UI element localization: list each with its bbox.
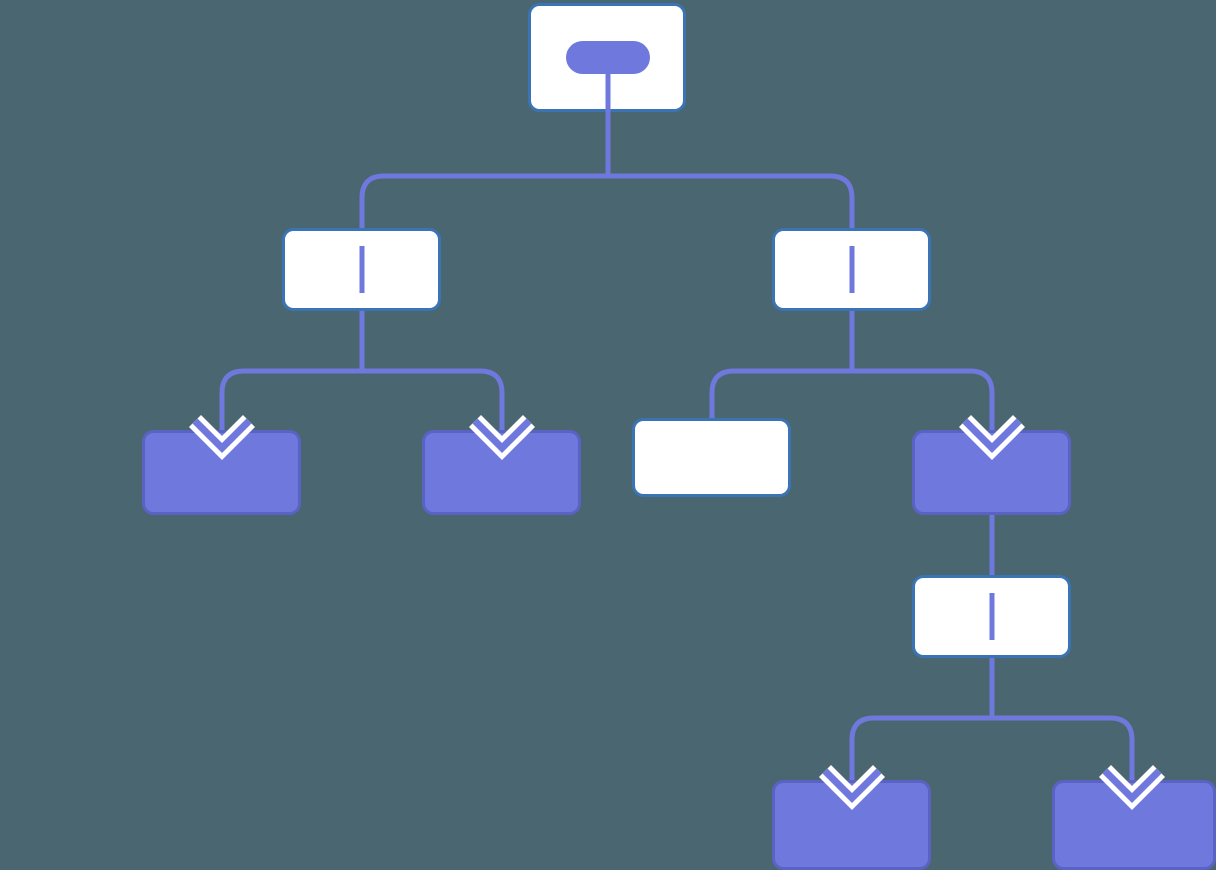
arrowhead-leaf-one-inner <box>192 418 252 453</box>
root-node[interactable] <box>528 3 686 113</box>
level3-white-leaf[interactable] <box>632 418 791 497</box>
arrowhead-leaf-two-inner <box>472 418 532 453</box>
level5-leaf-left[interactable] <box>772 780 931 870</box>
level4-white-node[interactable] <box>912 575 1071 658</box>
level5-leaf-right-rect <box>1052 780 1216 870</box>
level3-leaf-one[interactable] <box>142 430 301 515</box>
arrowhead-leaf-left-inner <box>822 768 882 803</box>
arrowhead-branch <box>958 414 1026 461</box>
arrowhead-leaf-one <box>188 414 256 461</box>
arrowhead-leaf-left <box>818 764 886 811</box>
level3-leaf-two[interactable] <box>422 430 581 515</box>
level3-leaf-two-rect <box>422 430 581 515</box>
edge-level4-to-leaf-left <box>849 658 995 780</box>
node-layer <box>142 3 1216 870</box>
level2-right-node[interactable] <box>772 228 931 311</box>
level5-leaf-right[interactable] <box>1052 780 1216 870</box>
edge-level4-to-leaf-right <box>989 658 1135 780</box>
arrowhead-leaf-two <box>468 414 536 461</box>
edge-level2-left-to-leaf-one <box>219 311 365 430</box>
level5-leaf-left-rect <box>772 780 931 870</box>
arrowhead-leaf-right-inner <box>1102 768 1162 803</box>
level2-left-node[interactable] <box>282 228 441 311</box>
edge-level2-right-to-white-leaf <box>709 311 855 418</box>
edge-root-to-level2-left <box>359 112 611 228</box>
level3-white-leaf-rect <box>632 418 791 497</box>
level3-branch-node-rect <box>912 430 1071 515</box>
edge-root-to-level2-right <box>605 112 855 228</box>
edge-layer <box>219 112 1135 780</box>
arrowhead-branch-inner <box>962 418 1022 453</box>
level3-branch-node[interactable] <box>912 430 1071 515</box>
arrowhead-layer <box>188 414 1166 811</box>
edge-level2-left-to-leaf-two <box>359 311 505 430</box>
root-node-pill <box>566 41 650 74</box>
edge-level2-right-to-branch <box>849 311 995 430</box>
level3-leaf-one-rect <box>142 430 301 515</box>
arrowhead-leaf-right <box>1098 764 1166 811</box>
